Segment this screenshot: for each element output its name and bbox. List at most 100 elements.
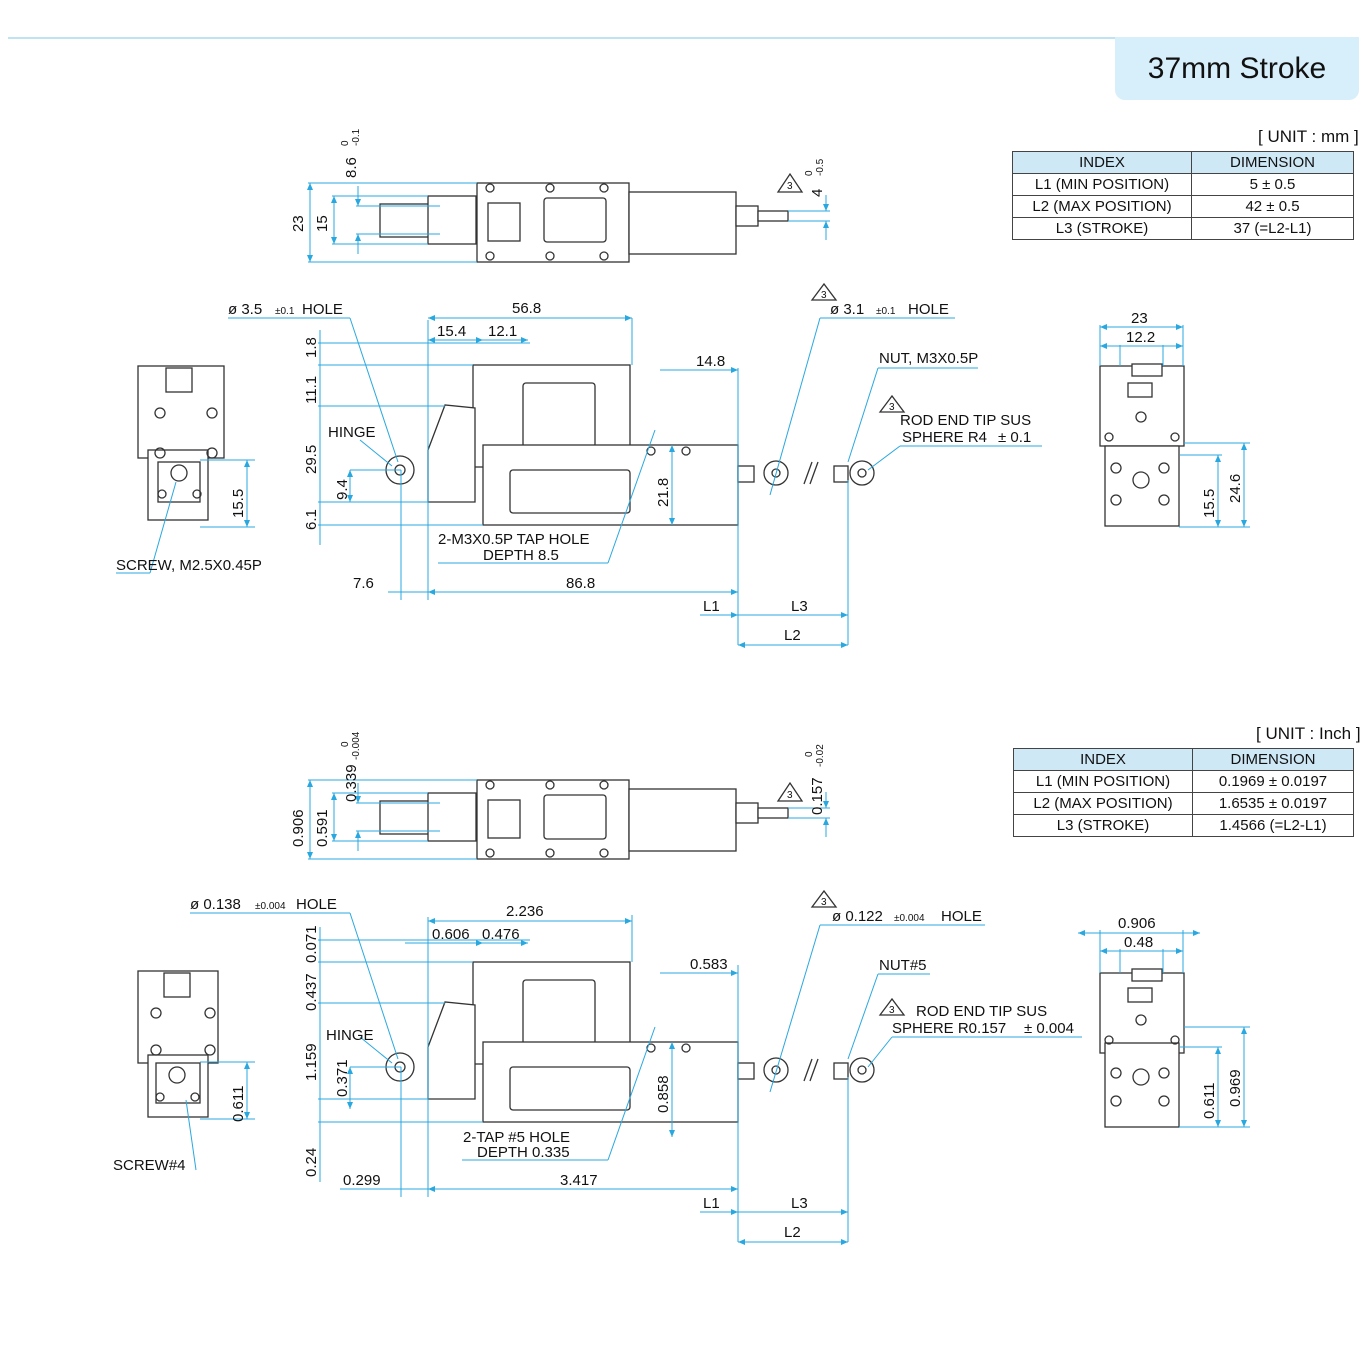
dim-top-total: 23 (290, 215, 307, 232)
label-rod-tip-1: ROD END TIP SUS (900, 412, 1031, 429)
revision-triangle-icon (878, 997, 906, 1016)
revision-triangle-icon (776, 172, 804, 193)
dim-v2: 0.437 (303, 973, 320, 1011)
front-view: ø 0.138 ±0.004 HOLE 2.236 0.606 0.476 0.… (190, 889, 1082, 1245)
label-rod-tip-tol: ± 0.1 (998, 429, 1031, 446)
label-hinge: HINGE (326, 1027, 374, 1044)
dim-v1: 1.8 (303, 337, 320, 358)
table-header-index: INDEX (1012, 151, 1192, 174)
table-header-index: INDEX (1013, 748, 1193, 771)
table-cell: 0.1969 ± 0.0197 (1192, 770, 1354, 793)
left-end-view: 15.5 SCREW, M2.5X0.45P (116, 365, 262, 574)
dim-b: 12.1 (488, 323, 517, 340)
dim-top-rod: 0.157 (809, 777, 826, 815)
dim-top-rod-tol-upper: 0 (804, 170, 815, 176)
dim-top-rod-tol-upper: 0 (804, 751, 815, 757)
svg-text:3: 3 (889, 402, 895, 413)
table-cell: L3 (STROKE) (1013, 814, 1193, 837)
dim-l3: L3 (791, 598, 808, 615)
dim-end-w-inner: 0.48 (1124, 934, 1153, 951)
svg-text:3: 3 (821, 897, 827, 908)
label-hole-left-tol: ±0.1 (275, 306, 295, 317)
drawing-set-inch: 0.906 0.591 0.339 0 -0.004 0.157 0 -0.02… (113, 731, 1250, 1245)
dim-v6: 0.858 (655, 1075, 672, 1113)
dim-a: 15.4 (437, 323, 466, 340)
dim-base-left: 7.6 (353, 575, 374, 592)
label-rod-tip-2: SPHERE R0.157 (892, 1020, 1006, 1037)
right-end-view: 0.906 0.48 0.969 0.611 (1078, 915, 1250, 1128)
dim-top-slot-tol-lower: -0.004 (351, 731, 362, 760)
stroke-badge: 37mm Stroke (1115, 37, 1359, 100)
revision-triangle-icon (810, 889, 838, 908)
dim-total: 56.8 (512, 300, 541, 317)
revision-triangle-icon (776, 781, 804, 802)
dim-v3: 1.159 (303, 1043, 320, 1081)
dim-end-h-inner: 15.5 (1201, 489, 1218, 518)
label-screw: SCREW#4 (113, 1157, 186, 1174)
unit-label-inch: [ UNIT : Inch ] (1256, 724, 1361, 743)
label-hole-left-tol: ±0.004 (255, 901, 286, 912)
dim-top-slot: 8.6 (343, 157, 360, 178)
dim-base-left: 0.299 (343, 1172, 381, 1189)
dim-base-main: 86.8 (566, 575, 595, 592)
dim-l2: L2 (784, 627, 801, 644)
label-hole-left: ø 3.5 (228, 301, 262, 318)
dim-v5: 9.4 (334, 479, 351, 500)
label-hole-right: ø 0.122 (832, 908, 883, 925)
dim-top-inner: 15 (314, 215, 331, 232)
label-screw: SCREW, M2.5X0.45P (116, 557, 262, 574)
label-rod-tip-tol: ± 0.004 (1024, 1020, 1074, 1037)
label-hole-right-tol: ±0.004 (894, 913, 925, 924)
table-row: L2 (MAX POSITION)42 ± 0.5 (1012, 195, 1354, 218)
dim-end-h-outer: 24.6 (1227, 474, 1244, 503)
dim-l1: L1 (703, 598, 720, 615)
dim-side-h: 0.611 (230, 1086, 247, 1122)
dim-top-slot-tol-upper: 0 (340, 741, 351, 747)
dim-v6: 21.8 (655, 478, 672, 507)
dim-top-slot-tol-upper: 0 (340, 140, 351, 146)
top-view: 23 15 8.6 0 -0.1 4 0 -0.5 3 (290, 128, 830, 263)
table-header-dimension: DIMENSION (1191, 151, 1354, 174)
label-tap-2: DEPTH 8.5 (483, 547, 559, 564)
table-row: L1 (MIN POSITION)0.1969 ± 0.0197 (1013, 770, 1354, 793)
drawing-set-mm: 23 15 8.6 0 -0.1 4 0 -0.5 3 (116, 128, 1250, 648)
dim-b: 0.476 (482, 926, 520, 943)
svg-text:3: 3 (889, 1005, 895, 1016)
revision-triangle-icon (810, 282, 838, 301)
table-row: L2 (MAX POSITION)1.6535 ± 0.0197 (1013, 792, 1354, 815)
label-tap-1: 2-M3X0.5P TAP HOLE (438, 531, 589, 548)
dim-v5: 0.371 (334, 1059, 351, 1097)
dim-end-h-outer: 0.969 (1227, 1069, 1244, 1107)
table-row: L3 (STROKE)37 (=L2-L1) (1012, 217, 1354, 240)
dim-total: 2.236 (506, 903, 544, 920)
dim-v1: 0.071 (303, 925, 320, 963)
dim-end-w-outer: 0.906 (1118, 915, 1156, 932)
label-rod-tip-1: ROD END TIP SUS (916, 1003, 1047, 1020)
dim-end-w-inner: 12.2 (1126, 329, 1155, 346)
label-hole-right-word: HOLE (941, 908, 982, 925)
revision-triangle-icon (878, 394, 906, 413)
table-header-dimension: DIMENSION (1192, 748, 1354, 771)
svg-text:3: 3 (787, 181, 793, 192)
table-row: L3 (STROKE)1.4566 (=L2-L1) (1013, 814, 1354, 837)
dim-end-w-outer: 23 (1131, 310, 1148, 327)
left-end-view: 0.611 SCREW#4 (113, 970, 255, 1174)
dim-top-inner: 0.591 (314, 809, 331, 847)
dim-c: 0.583 (690, 956, 728, 973)
dim-v4: 6.1 (303, 509, 320, 530)
dim-top-slot-tol-lower: -0.1 (351, 128, 362, 146)
dim-side-h: 15.5 (230, 489, 247, 518)
dim-a: 0.606 (432, 926, 470, 943)
dim-top-rod-tol-lower: -0.02 (815, 744, 826, 767)
dim-end-h-inner: 0.611 (1201, 1083, 1218, 1119)
dim-l1: L1 (703, 1195, 720, 1212)
dim-v4: 0.24 (303, 1148, 320, 1177)
front-view: ø 3.5 ±0.1 HOLE 56.8 15.4 12.1 14.8 1.8 … (228, 282, 1042, 648)
table-cell: L3 (STROKE) (1012, 217, 1192, 240)
svg-text:3: 3 (787, 790, 793, 801)
label-hinge: HINGE (328, 424, 376, 441)
table-cell: L2 (MAX POSITION) (1012, 195, 1192, 218)
